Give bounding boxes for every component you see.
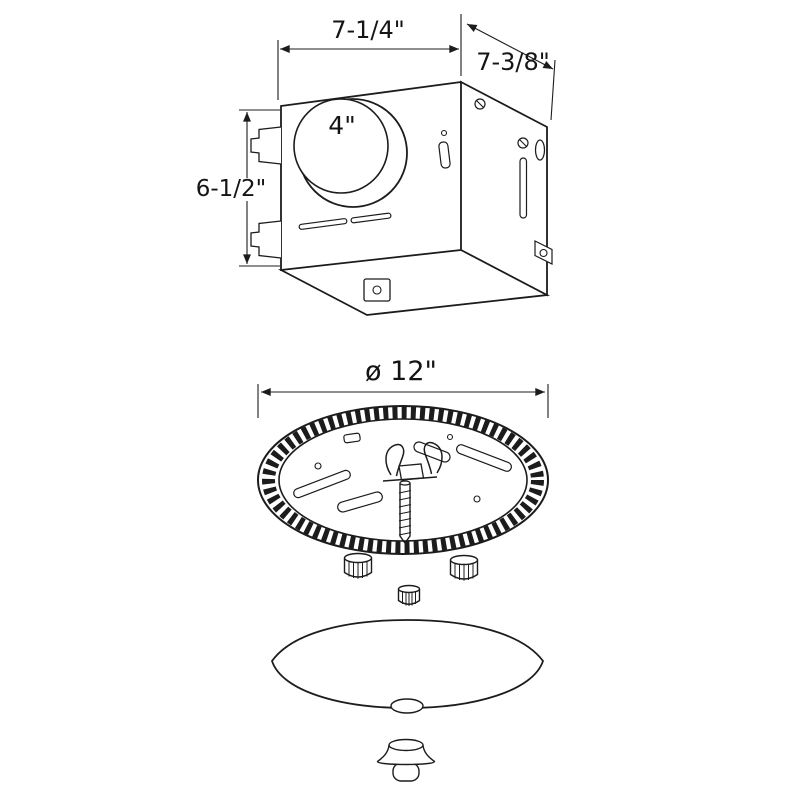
duct-diameter-label: 4" bbox=[328, 111, 355, 140]
grille-plate-cutouts bbox=[293, 432, 512, 513]
louver-slot bbox=[350, 212, 392, 224]
dimension-grille-diameter: ø 12" bbox=[257, 356, 549, 418]
dome-neck bbox=[390, 698, 424, 714]
mounting-spring-clips bbox=[382, 441, 443, 482]
housing-width-label: 7-1/4" bbox=[331, 16, 405, 44]
extension-lines bbox=[239, 109, 280, 267]
side-bracket-tab bbox=[534, 240, 553, 265]
dimension-housing-width: 7-1/4" bbox=[277, 14, 462, 100]
knurling bbox=[348, 561, 368, 579]
grille-diameter-label: ø 12" bbox=[365, 356, 437, 387]
louver-slot bbox=[298, 218, 348, 230]
housing-height-label: 6-1/2" bbox=[196, 176, 267, 202]
knurling bbox=[402, 591, 416, 606]
keyhole-slot bbox=[534, 139, 546, 161]
mounting-flange-tabs bbox=[250, 126, 282, 259]
extension-lines bbox=[277, 14, 462, 100]
bottom-bracket bbox=[363, 278, 391, 302]
finial-knob bbox=[376, 738, 436, 782]
pilot-hole bbox=[440, 129, 448, 137]
housing-drawing: 4" 7-1/4" 7-3 bbox=[196, 14, 556, 316]
threaded-stud bbox=[398, 480, 412, 545]
side-panel-details bbox=[474, 98, 553, 265]
glass-dome bbox=[271, 619, 545, 709]
thumb-knob-center bbox=[397, 584, 421, 606]
front-slot bbox=[438, 141, 451, 169]
housing-depth-label: 7-3/8" bbox=[476, 48, 550, 76]
extension-lines bbox=[257, 384, 549, 418]
duct-connector-opening bbox=[293, 98, 389, 194]
extension-lines bbox=[550, 59, 556, 121]
knurling bbox=[454, 563, 474, 581]
dimension-text-backing bbox=[196, 178, 268, 201]
thread-hatching bbox=[398, 490, 412, 536]
grille-exploded-drawing: ø 12" bbox=[257, 356, 549, 782]
thumb-knob-right bbox=[449, 554, 479, 581]
thumb-knob-left bbox=[343, 552, 373, 579]
side-vent-slot bbox=[519, 157, 528, 219]
dimension-line bbox=[466, 23, 554, 70]
dimension-housing-height: 6-1/2" bbox=[196, 109, 280, 267]
grille-vent-ring bbox=[262, 406, 544, 554]
dimension-housing-depth: 7-3/8" bbox=[466, 23, 556, 121]
